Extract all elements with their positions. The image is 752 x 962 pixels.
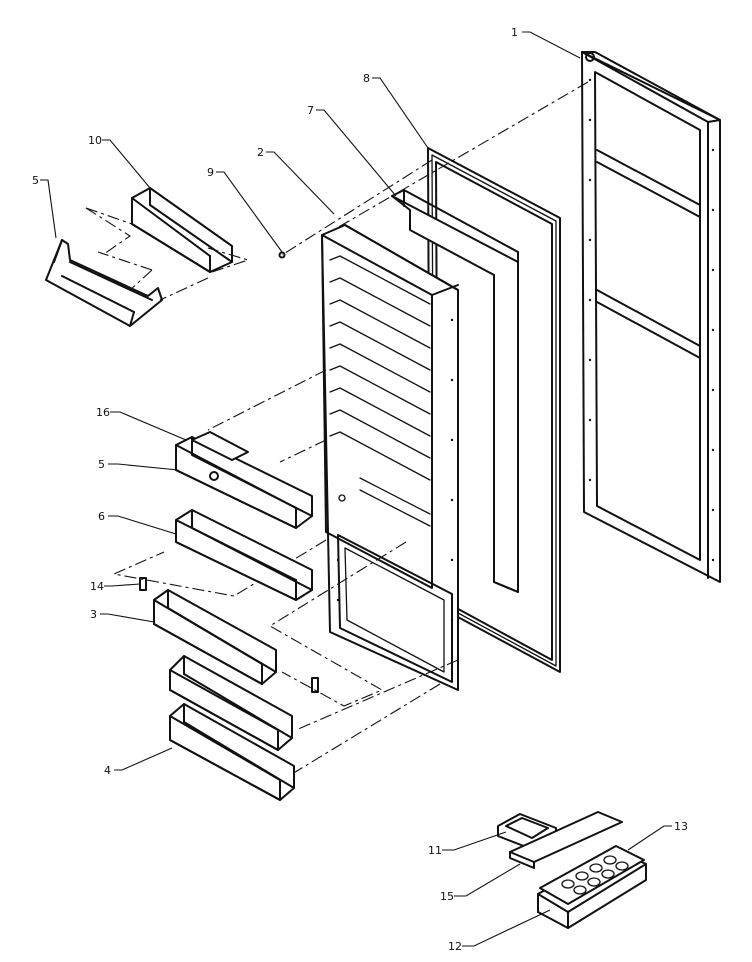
part-13-ice-tray [539,845,645,905]
callout-4: 4 [104,764,111,777]
part-9-screw [278,251,286,259]
callout-5-middle: 5 [98,458,105,471]
callout-14: 14 [90,580,104,593]
part-15-cover [509,811,623,869]
callout-2: 2 [257,146,264,159]
part-7-breaker-frame [391,189,519,593]
callout-1: 1 [511,26,518,39]
panel-screw-dots [588,78,715,562]
callout-11: 11 [428,844,442,857]
callout-7: 7 [307,104,314,117]
callout-numbers: 1 8 7 2 9 10 5 16 5 6 14 3 4 11 15 12 13 [32,26,688,953]
callout-9: 9 [207,166,214,179]
part-4-bottom-bin [169,703,295,801]
callout-15: 15 [440,890,454,903]
part-10-dairy-bin [131,187,233,273]
part-2-door-liner [321,224,459,691]
part-1-door-outer-panel [581,51,721,583]
liner-edge-dots [336,318,454,622]
callout-10: 10 [88,134,102,147]
part-5-top-bracket [45,239,163,327]
callout-leader-lines [40,31,672,947]
part-6-door-bin [175,509,313,601]
callout-8: 8 [363,72,370,85]
callout-16: 16 [96,406,110,419]
callout-5-top: 5 [32,174,39,187]
callout-6: 6 [98,510,105,523]
assembly-dash-lines [85,81,589,775]
part-3-door-bin [153,589,277,685]
liner-shelf-ribs [329,255,431,527]
callout-12: 12 [448,940,462,953]
callout-13: 13 [674,820,688,833]
part-3-bin-middle [169,655,319,751]
callout-3: 3 [90,608,97,621]
